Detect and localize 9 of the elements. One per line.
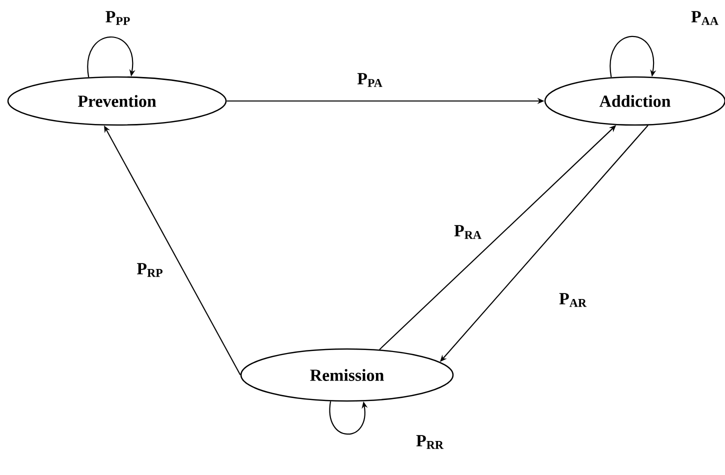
edge-label: P$_{PP}$	[106, 11, 130, 25]
edge-label: P$_{AA}$	[691, 11, 718, 25]
edge-label: P$_{RP}$	[136, 263, 162, 277]
edge-label: P$_{RR}$	[416, 435, 444, 449]
arrow	[610, 36, 656, 78]
edge-label: P$_{PA}$	[357, 73, 382, 87]
arrow	[87, 36, 136, 78]
edge-label: P$_{AR}$	[559, 293, 587, 307]
edge-label: P$_{RA}$	[454, 225, 482, 239]
